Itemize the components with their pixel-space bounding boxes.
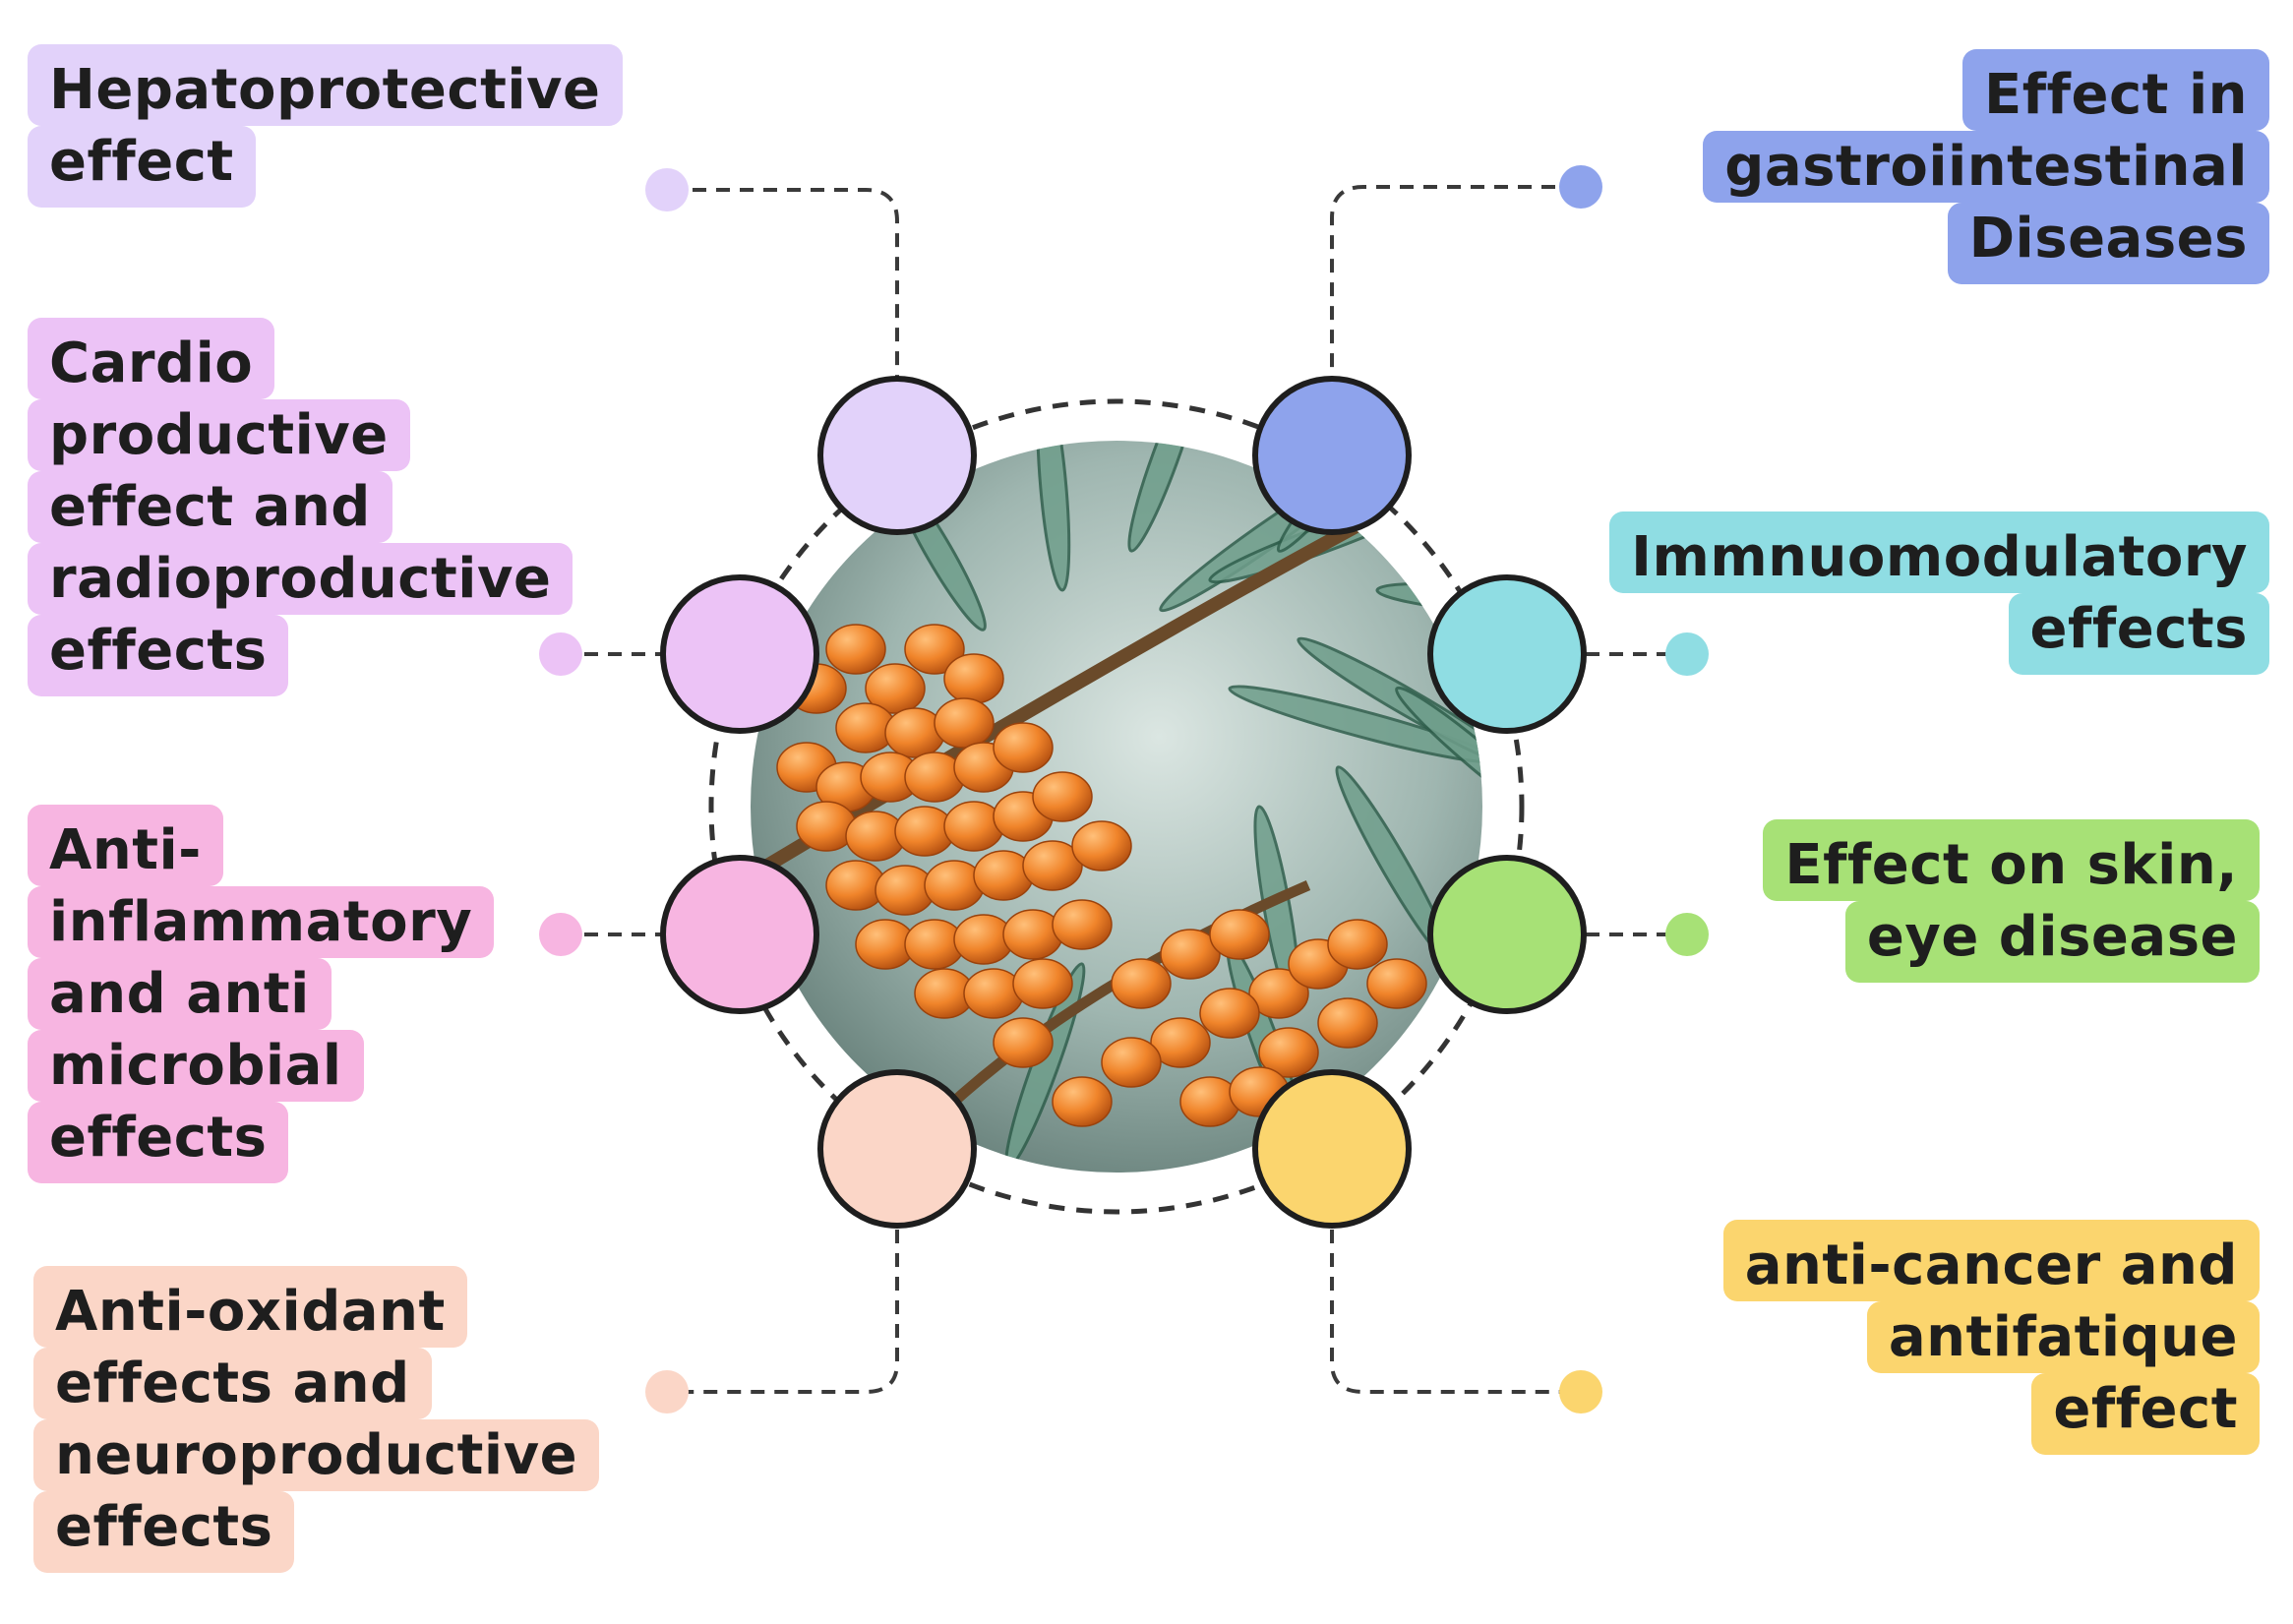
label-line: antifatique (1866, 1301, 2260, 1373)
node-gastro (1252, 376, 1412, 535)
label-skin-eye: Effect on skin,eye disease (1763, 819, 2260, 983)
label-line: effects and (33, 1348, 432, 1419)
node-anti-oxidant (817, 1069, 977, 1229)
label-line: gastroiintestinal (1703, 131, 2269, 203)
node-cardio (660, 574, 819, 734)
label-line: effect and (28, 471, 392, 543)
label-line: Effect on skin, (1763, 819, 2260, 901)
label-line: effects (28, 1102, 289, 1183)
label-line: eye disease (1844, 901, 2260, 983)
connector-gastro (1330, 185, 1579, 379)
label-line: radioproductive (28, 543, 573, 615)
node-anti-inflammatory (660, 855, 819, 1014)
dot-gastro (1559, 165, 1602, 209)
label-line: effects (2008, 593, 2269, 675)
dot-hepatoprotective (645, 168, 689, 211)
dot-anti-inflammatory (539, 913, 582, 956)
dot-immuno (1665, 632, 1709, 676)
node-hepatoprotective (817, 376, 977, 535)
label-line: inflammatory (28, 886, 495, 958)
connector-hepatoprotective (669, 188, 899, 379)
dot-skin-eye (1665, 913, 1709, 956)
dashed-outer-ring (708, 398, 1525, 1215)
label-line: productive (28, 399, 410, 471)
label-line: Anti- (28, 805, 223, 886)
dot-anti-cancer (1559, 1370, 1602, 1413)
node-immuno (1427, 574, 1587, 734)
label-line: Effect in (1962, 49, 2269, 131)
label-line: anti-cancer and (1722, 1220, 2260, 1301)
label-line: effect (2031, 1373, 2260, 1455)
label-line: and anti (28, 958, 332, 1030)
node-anti-cancer (1252, 1069, 1412, 1229)
connector-anti-cancer (1330, 1230, 1579, 1394)
label-line: neuroproductive (33, 1419, 600, 1491)
connector-anti-oxidant (669, 1230, 899, 1394)
dot-anti-oxidant (645, 1370, 689, 1413)
label-line: effects (28, 615, 289, 696)
label-line: effect (28, 126, 256, 208)
label-line: effects (33, 1491, 295, 1573)
label-line: Anti-oxidant (33, 1266, 467, 1348)
label-line: Immnuomodulatory (1609, 511, 2269, 593)
node-skin-eye (1427, 855, 1587, 1014)
label-line: microbial (28, 1030, 364, 1102)
label-line: Cardio (28, 318, 275, 399)
label-line: Hepatoprotective (28, 44, 623, 126)
dot-cardio (539, 632, 582, 676)
label-line: Diseases (1947, 203, 2269, 284)
